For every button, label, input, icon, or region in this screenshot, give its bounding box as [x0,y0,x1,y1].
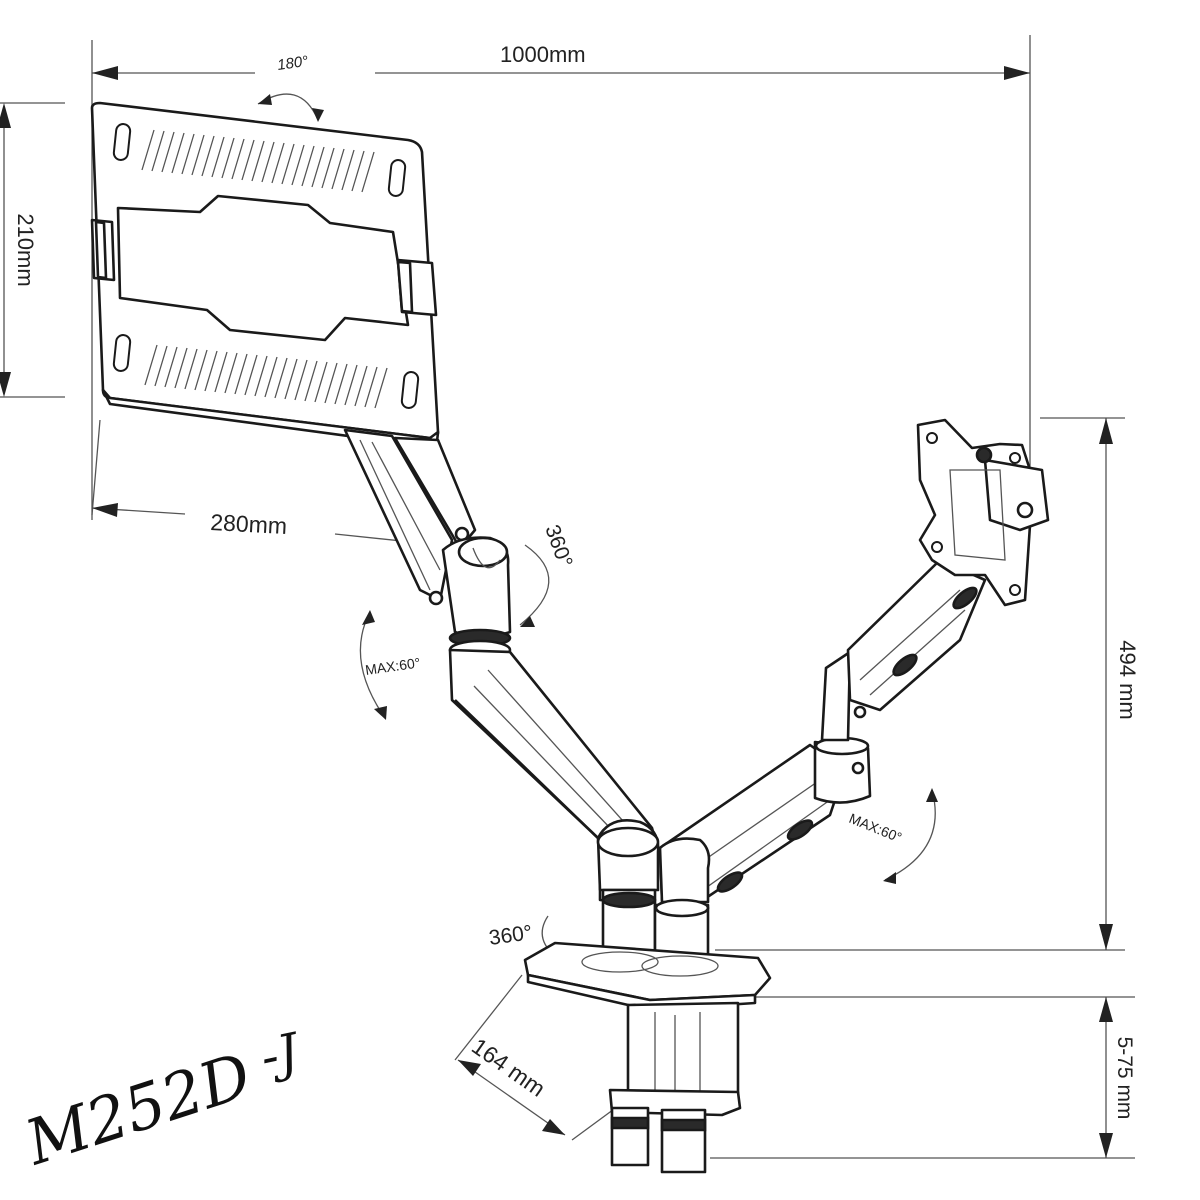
tray-vents-bottom [112,334,420,409]
tray-reach-label: 280mm [210,509,288,539]
left-lower-arm [448,648,660,904]
arm-height-label: 494 mm [1115,640,1140,719]
model-suffix-label: -J [255,1022,306,1087]
base-swivel-label: 360° [487,921,533,950]
total-width-label: 1000mm [500,42,586,67]
vesa-plate [916,418,1050,607]
rotation-arrows [257,93,938,961]
left-arm-tilt-label: MAX:60° [364,654,421,678]
left-elbow-joint [441,536,512,661]
base-depth-label: 164 mm [467,1033,550,1102]
right-arm-tilt-label: MAX:60° [847,810,904,846]
tray-tilt-label: 180° [276,53,309,74]
right-upper-arm [846,558,987,719]
model-code-label: M252D [16,1038,260,1179]
dimension-lines [0,35,1135,1159]
tray-height-label: 210mm [13,213,38,286]
right-elbow-joint [813,650,872,804]
tray-swivel-label: 360° [540,522,576,571]
rotation-labels: 180° 360° MAX:60° MAX:60° 360° [276,53,904,950]
left-upper-arm [343,428,477,606]
right-lower-arm [658,743,847,904]
model-signature: M252D -J [16,1022,306,1180]
laptop-tray [90,101,440,449]
clamp-thickness-label: 5-75 mm [1113,1037,1136,1120]
tray-vents-top [112,123,407,197]
desk-clamp-base [523,941,772,1174]
